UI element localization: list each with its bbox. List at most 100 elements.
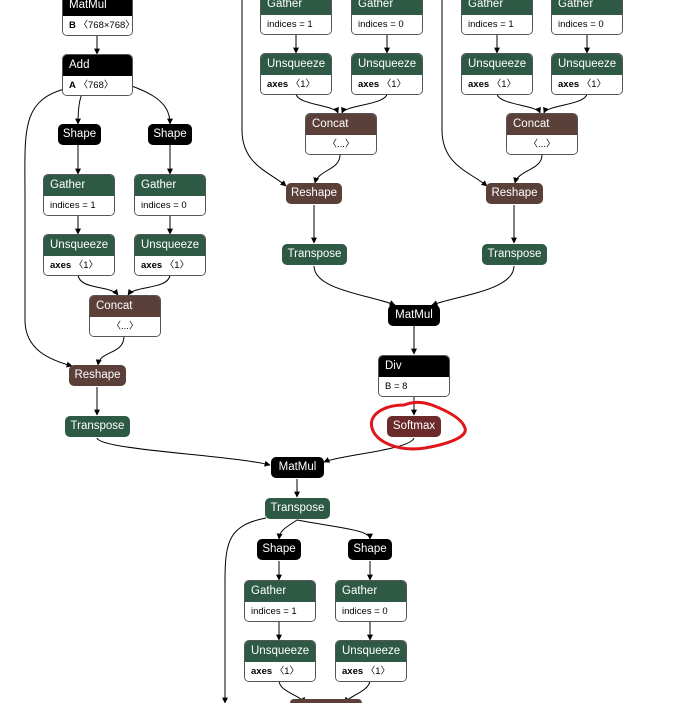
edge-unsq-l1-concat (77, 274, 119, 296)
transpose-node-left[interactable]: Transpose (65, 416, 130, 437)
edge-unsq-l2-concat (127, 274, 171, 296)
edge-unsq-m1-concat (295, 93, 339, 114)
gather-node-bottom-1[interactable]: Gather indices = 1 (244, 580, 316, 622)
concat-label: Concat (306, 114, 376, 135)
concat-node-mid[interactable]: Concat 〈...〉 (305, 113, 377, 155)
shape-label: Shape (148, 124, 192, 145)
transpose-label: Transpose (65, 416, 130, 437)
matmul-attr: B 〈768×768〉 (63, 16, 132, 35)
matmul-node-top[interactable]: MatMul B 〈768×768〉 (62, 0, 133, 36)
edge-transpose-out-shape-b1 (276, 519, 298, 540)
concat-attr: 〈...〉 (507, 135, 577, 154)
add-node[interactable]: Add A 〈768〉 (62, 54, 133, 96)
edge-add-reshape-l (24, 87, 73, 368)
edge-concat-reshape-l (95, 335, 125, 366)
unsqueeze-node-bottom-2[interactable]: Unsqueeze axes 〈1〉 (335, 640, 407, 682)
concat-node-right[interactable]: Concat 〈...〉 (506, 113, 578, 155)
gather-node-right-1[interactable]: Gather indices = 1 (461, 0, 533, 35)
reshape-node-mid[interactable]: Reshape (286, 183, 342, 204)
add-label: Add (63, 55, 132, 76)
edge-transpose-out-shape-b2 (296, 519, 373, 540)
unsqueeze-label: Unsqueeze (135, 235, 205, 256)
gather-label: Gather (44, 175, 114, 196)
unsqueeze-label: Unsqueeze (336, 641, 406, 662)
gather-label: Gather (462, 0, 532, 15)
edge-unsq-r1-concat (496, 93, 541, 114)
gather-node-right-2[interactable]: Gather indices = 0 (551, 0, 623, 35)
edge-transpose-out-down (222, 517, 267, 703)
unsqueeze-node-right-2[interactable]: Unsqueeze axes 〈1〉 (551, 53, 623, 95)
gather-label: Gather (336, 581, 406, 602)
unsqueeze-attr: axes 〈1〉 (352, 75, 422, 94)
reshape-node-left[interactable]: Reshape (69, 365, 126, 386)
reshape-label: Reshape (286, 183, 342, 204)
shape-node-left-2[interactable]: Shape (148, 124, 192, 145)
edge-transpose-r-matmul-mid (431, 265, 515, 307)
unsqueeze-attr: axes 〈1〉 (261, 75, 331, 94)
matmul-label: MatMul (388, 305, 440, 326)
edge-m-left-reshape (241, 0, 287, 187)
gather-attr: indices = 0 (352, 15, 422, 34)
unsqueeze-node-mid-2[interactable]: Unsqueeze axes 〈1〉 (351, 53, 423, 95)
unsqueeze-node-bottom-1[interactable]: Unsqueeze axes 〈1〉 (244, 640, 316, 682)
concat-node-partial (290, 699, 362, 703)
gather-attr: indices = 1 (261, 15, 331, 34)
gather-attr: indices = 0 (135, 196, 205, 215)
gather-node-bottom-2[interactable]: Gather indices = 0 (335, 580, 407, 622)
transpose-node-right[interactable]: Transpose (482, 244, 547, 265)
gather-attr: indices = 1 (44, 196, 114, 215)
div-node[interactable]: Div B = 8 (378, 355, 450, 397)
edge-unsq-r2-concat (543, 93, 588, 114)
edge-transpose-m-matmul-mid (313, 265, 396, 306)
edge-transpose-l-matmul-out (96, 437, 271, 467)
gather-label: Gather (135, 175, 205, 196)
gather-attr: indices = 1 (462, 15, 532, 34)
unsqueeze-label: Unsqueeze (552, 54, 622, 75)
unsqueeze-node-right-1[interactable]: Unsqueeze axes 〈1〉 (461, 53, 533, 95)
unsqueeze-node-left-1[interactable]: Unsqueeze axes 〈1〉 (43, 234, 115, 276)
softmax-label: Softmax (387, 416, 441, 437)
transpose-label: Transpose (265, 498, 330, 519)
reshape-label: Reshape (69, 365, 126, 386)
gather-node-mid-2[interactable]: Gather indices = 0 (351, 0, 423, 35)
gather-node-left-2[interactable]: Gather indices = 0 (134, 174, 206, 216)
matmul-node-output[interactable]: MatMul (271, 457, 324, 478)
reshape-node-right[interactable]: Reshape (486, 183, 543, 204)
unsqueeze-label: Unsqueeze (352, 54, 422, 75)
unsqueeze-label: Unsqueeze (44, 235, 114, 256)
gather-node-left-1[interactable]: Gather indices = 1 (43, 174, 115, 216)
unsqueeze-attr: axes 〈1〉 (462, 75, 532, 94)
shape-node-bottom-2[interactable]: Shape (348, 539, 392, 560)
transpose-node-output[interactable]: Transpose (265, 498, 330, 519)
gather-attr: indices = 1 (245, 602, 315, 621)
unsqueeze-attr: axes 〈1〉 (245, 662, 315, 681)
div-attr: B = 8 (379, 377, 449, 396)
unsqueeze-node-left-2[interactable]: Unsqueeze axes 〈1〉 (134, 234, 206, 276)
matmul-label: MatMul (271, 457, 324, 478)
gather-node-mid-1[interactable]: Gather indices = 1 (260, 0, 332, 35)
unsqueeze-label: Unsqueeze (261, 54, 331, 75)
shape-label: Shape (348, 539, 392, 560)
concat-label: Concat (90, 296, 160, 317)
unsqueeze-node-mid-1[interactable]: Unsqueeze axes 〈1〉 (260, 53, 332, 95)
gather-attr: indices = 0 (336, 602, 406, 621)
unsqueeze-attr: axes 〈1〉 (552, 75, 622, 94)
edge-softmax-matmul-out (323, 437, 415, 463)
matmul-node-mid[interactable]: MatMul (388, 305, 440, 326)
concat-attr: 〈...〉 (90, 317, 160, 336)
unsqueeze-attr: axes 〈1〉 (135, 256, 205, 275)
concat-node-left[interactable]: Concat 〈...〉 (89, 295, 161, 337)
transpose-label: Transpose (482, 244, 547, 265)
gather-attr: indices = 0 (552, 15, 622, 34)
softmax-node[interactable]: Softmax (387, 416, 441, 437)
shape-node-left-1[interactable]: Shape (58, 124, 101, 145)
div-label: Div (379, 356, 449, 377)
transpose-node-mid[interactable]: Transpose (282, 244, 347, 265)
transpose-label: Transpose (282, 244, 347, 265)
shape-node-bottom-1[interactable]: Shape (257, 539, 301, 560)
matmul-label: MatMul (63, 0, 132, 16)
concat-label: Concat (507, 114, 577, 135)
shape-label: Shape (58, 124, 101, 145)
unsqueeze-label: Unsqueeze (462, 54, 532, 75)
